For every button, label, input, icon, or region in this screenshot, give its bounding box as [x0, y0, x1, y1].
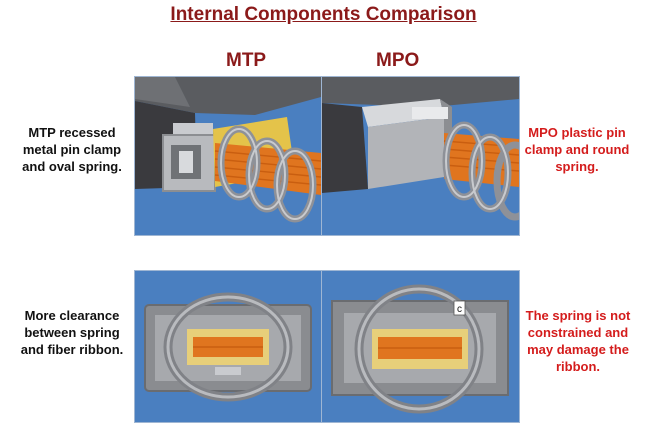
mpo-end-view-image: c — [321, 270, 520, 423]
mtp-perspective-image — [134, 76, 322, 236]
column-header-mtp: MTP — [226, 50, 267, 71]
page-title: Internal Components Comparison — [170, 4, 477, 25]
caption-mtp-clamp: MTP recessed metal pin clamp and oval sp… — [22, 125, 122, 174]
column-header-mpo: MPO — [376, 50, 420, 71]
caption-mpo-warning: The spring is not constrained and may da… — [525, 308, 631, 374]
caption-mpo-clamp: MPO plastic pin clamp and round spring. — [524, 125, 630, 174]
corner-label: c — [457, 304, 462, 315]
mtp-end-view-image — [134, 270, 322, 423]
corner-label-box — [453, 300, 466, 316]
mpo-perspective-image — [321, 76, 520, 236]
caption-mtp-clearance: More clearance between spring and fiber … — [20, 308, 124, 357]
